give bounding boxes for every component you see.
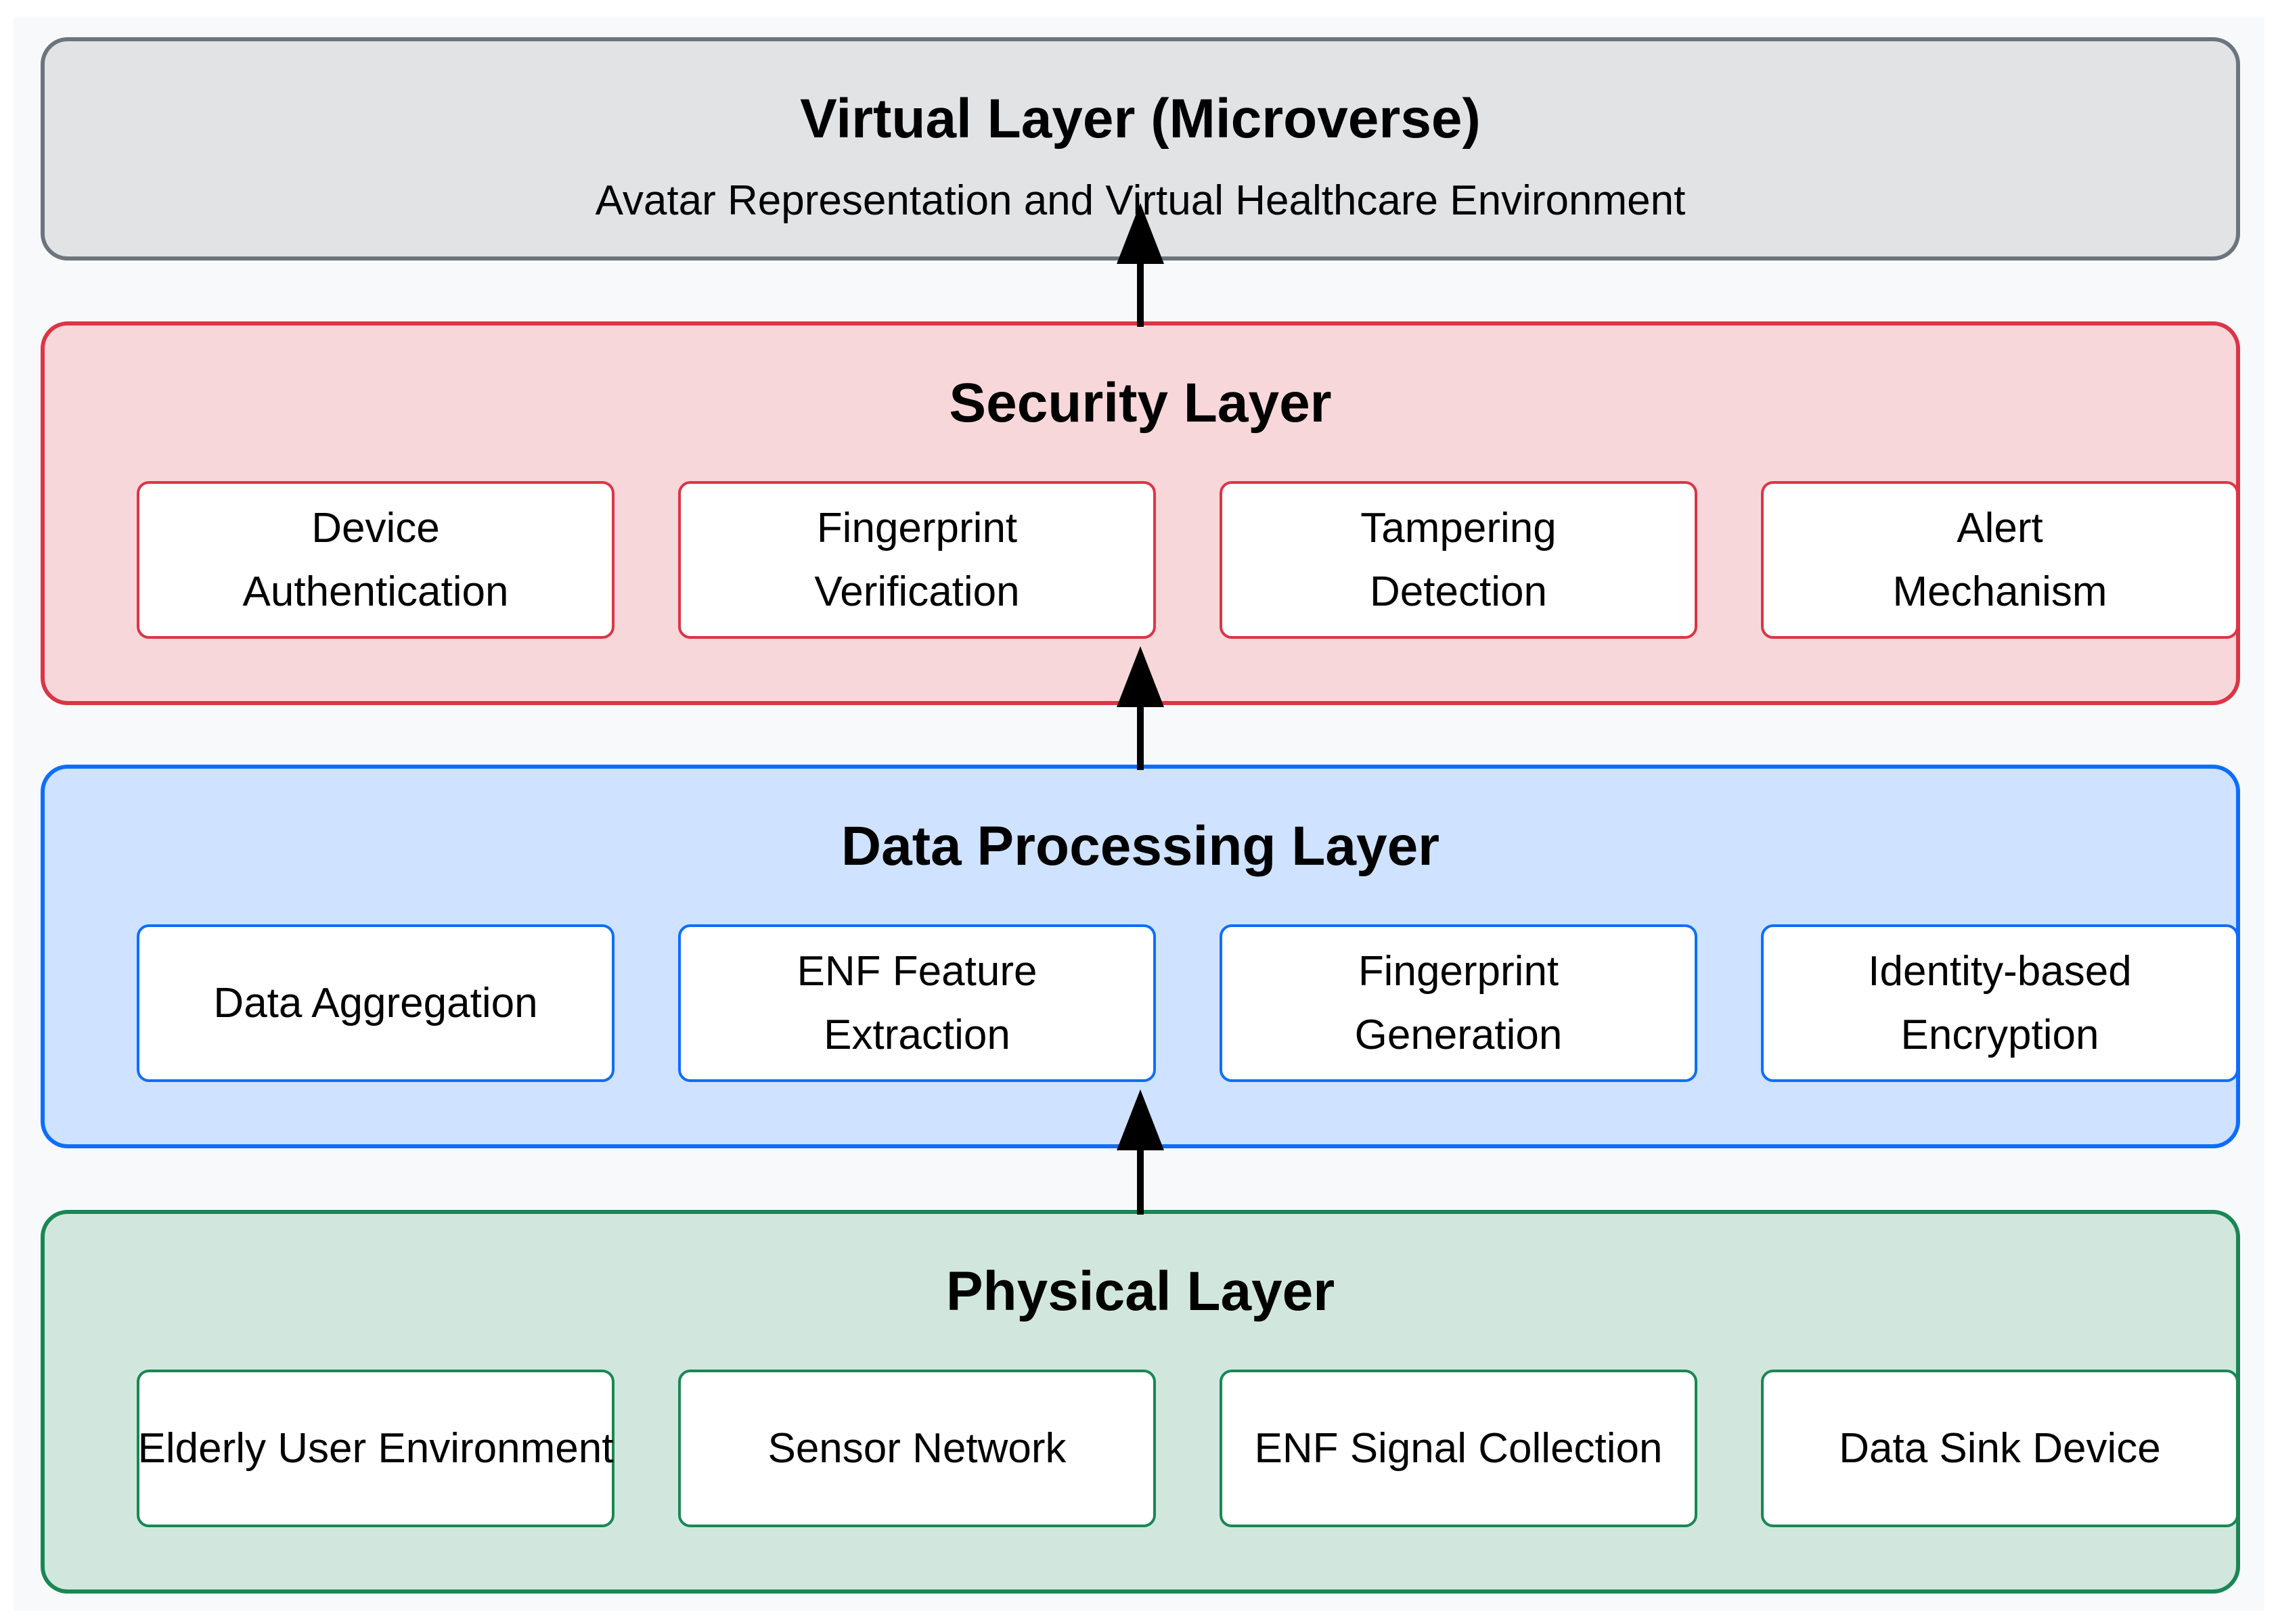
security-component-tampering-detection: Tampering Detection: [1220, 481, 1697, 639]
physical-component-data-sink-device: Data Sink Device: [1761, 1370, 2239, 1527]
data-component-identity-based-encryption: Identity-based Encryption: [1761, 924, 2239, 1082]
virtual-layer-subtitle: Avatar Representation and Virtual Health…: [595, 177, 1686, 224]
security-layer: Security Layer Device Authentication Fin…: [41, 321, 2240, 705]
data-component-fingerprint-generation: Fingerprint Generation: [1220, 924, 1697, 1082]
physical-component-elderly-user-environment: Elderly User Environment: [137, 1370, 615, 1527]
data-processing-layer: Data Processing Layer Data Aggregation E…: [41, 765, 2240, 1148]
physical-layer: Physical Layer Elderly User Environment …: [41, 1210, 2240, 1594]
security-component-device-authentication: Device Authentication: [137, 481, 615, 639]
data-processing-layer-title: Data Processing Layer: [841, 815, 1440, 877]
data-component-data-aggregation: Data Aggregation: [137, 924, 615, 1082]
virtual-layer-title: Virtual Layer (Microverse): [800, 88, 1481, 150]
physical-layer-title: Physical Layer: [945, 1261, 1335, 1322]
data-component-enf-feature-extraction: ENF Feature Extraction: [678, 924, 1156, 1082]
physical-component-enf-signal-collection: ENF Signal Collection: [1220, 1370, 1697, 1527]
physical-component-sensor-network: Sensor Network: [678, 1370, 1156, 1527]
virtual-layer: Virtual Layer (Microverse) Avatar Repres…: [41, 37, 2240, 261]
security-component-fingerprint-verification: Fingerprint Verification: [678, 481, 1156, 639]
diagram-canvas: Virtual Layer (Microverse) Avatar Repres…: [14, 17, 2264, 1610]
security-component-alert-mechanism: Alert Mechanism: [1761, 481, 2239, 639]
security-layer-title: Security Layer: [949, 372, 1332, 434]
